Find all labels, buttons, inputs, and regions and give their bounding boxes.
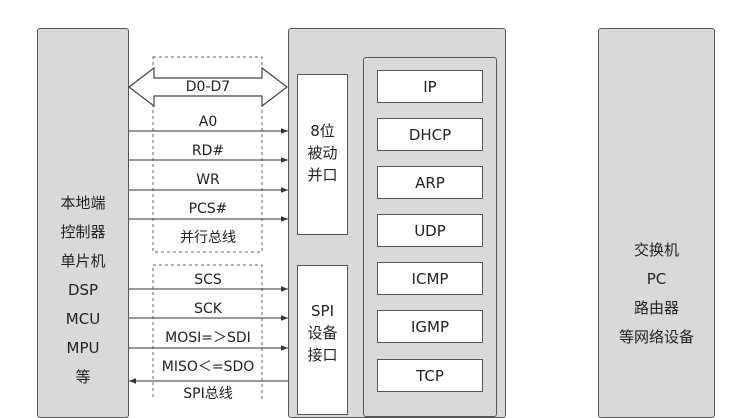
network-device-line: 等网络设备 — [618, 328, 694, 346]
protocol-box-dhcp: DHCP — [377, 118, 483, 151]
signal-label-a0: A0 — [198, 114, 218, 130]
bus-connections — [128, 56, 288, 400]
protocol-box-arp: ARP — [377, 166, 483, 199]
protocol-label: TCP — [416, 366, 444, 385]
signal-label-pcs: PCS# — [188, 201, 228, 217]
data-bus-double-arrow — [128, 66, 288, 108]
protocol-box-igmp: IGMP — [377, 310, 483, 343]
network-device-line: 交换机 — [633, 241, 679, 259]
signal-label-wr: WR — [196, 172, 220, 188]
protocol-box-icmp: ICMP — [377, 262, 483, 295]
protocol-box-tcp: TCP — [377, 359, 483, 392]
signal-label-mosi: MOSI=＞SDI — [165, 330, 251, 346]
signal-label-rd: RD# — [191, 143, 225, 159]
signal-label-scs: SCS — [194, 272, 222, 288]
parallel-interface-box: 8位 被动 并口 — [297, 74, 348, 235]
protocol-label: IP — [423, 77, 437, 96]
protocol-label: DHCP — [408, 125, 452, 144]
protocol-label: ICMP — [411, 269, 449, 288]
local-controller-block: 本地端 控制器 单片机 DSP MCU MPU 等 — [37, 28, 129, 418]
protocol-box-udp: UDP — [377, 214, 483, 247]
parallel-interface-line: 被动 — [307, 144, 338, 162]
local-controller-line: 本地端 — [60, 194, 106, 212]
parallel-bus-label: 并行总线 — [180, 230, 236, 246]
network-device-line: PC — [646, 270, 667, 288]
spi-interface-line: SPI — [311, 302, 334, 320]
signal-label-miso: MISO＜=SDO — [161, 359, 255, 375]
local-controller-line: 单片机 — [60, 252, 106, 270]
data-bus-label: D0-D7 — [185, 79, 231, 95]
signal-label-sck: SCK — [194, 301, 222, 317]
local-controller-line: 等 — [75, 368, 91, 386]
protocol-label: IGMP — [410, 317, 450, 336]
spi-bus-label: SPI总线 — [183, 386, 233, 402]
spi-bus-frame — [152, 264, 263, 400]
network-device-block: 交换机 PC 路由器 等网络设备 — [598, 28, 715, 418]
network-device-line: 路由器 — [633, 299, 679, 317]
local-controller-line: 控制器 — [60, 223, 106, 241]
spi-interface-line: 设备 — [307, 324, 338, 342]
local-controller-line: MCU — [65, 310, 101, 328]
protocol-label: ARP — [415, 173, 445, 192]
parallel-bus-frame — [152, 56, 263, 253]
protocol-label: UDP — [414, 221, 446, 240]
local-controller-line: DSP — [67, 281, 99, 299]
spi-interface-line: 接口 — [307, 346, 338, 364]
parallel-interface-line: 并口 — [307, 166, 338, 184]
parallel-interface-line: 8位 — [310, 122, 335, 140]
protocol-box-ip: IP — [377, 70, 483, 103]
local-controller-line: MPU — [66, 339, 100, 357]
